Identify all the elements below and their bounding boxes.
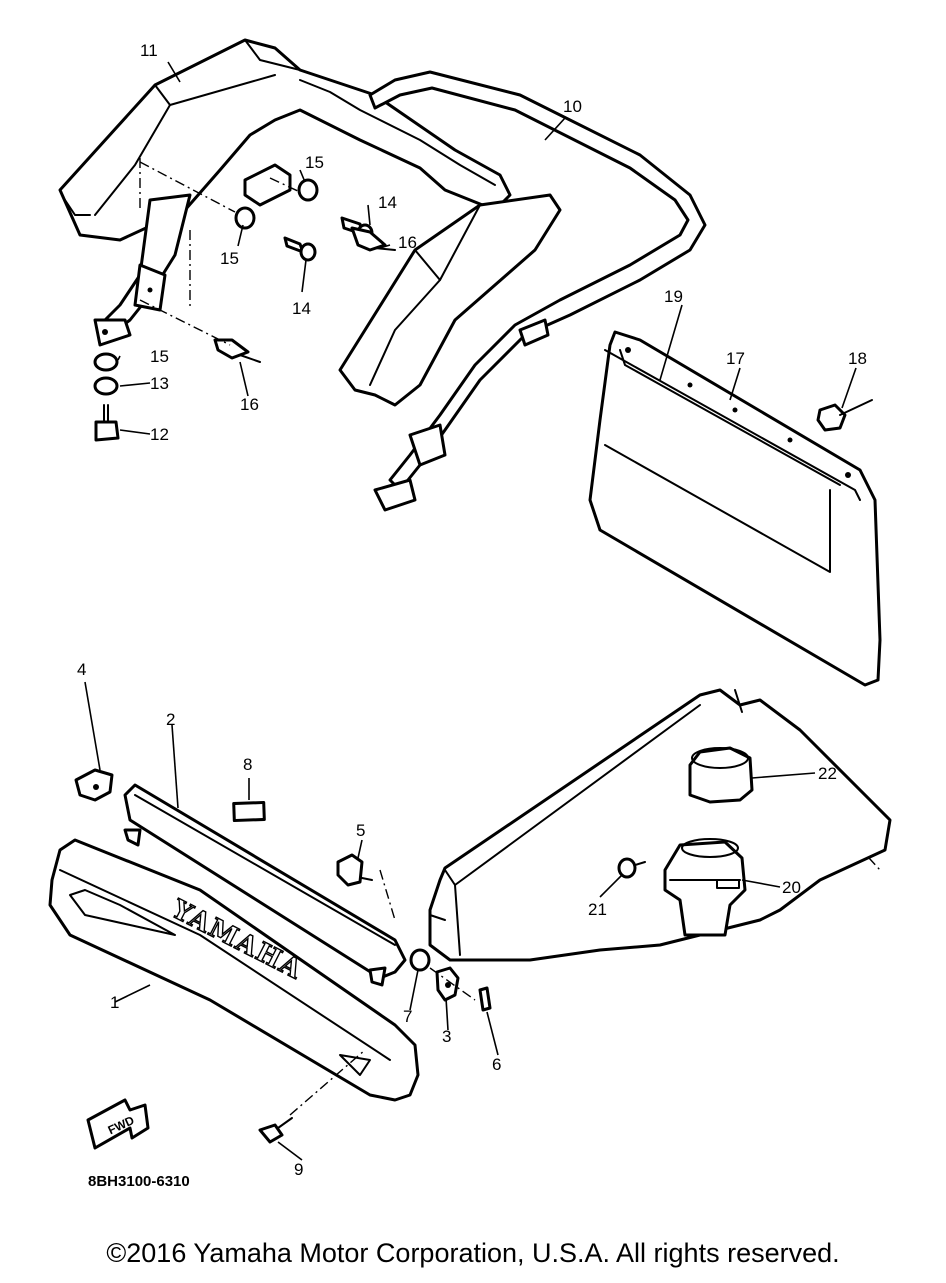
callout-1: 1 (110, 993, 119, 1012)
callout-3: 3 (442, 1027, 451, 1046)
callout-18: 18 (848, 349, 867, 368)
fuel-tank-body (428, 688, 892, 962)
callout-16-right: 16 (398, 233, 417, 252)
callout-15-mid: 15 (220, 249, 239, 268)
fwd-arrow-icon: FWD (86, 1098, 150, 1150)
callout-4: 4 (77, 660, 86, 679)
drawing-code: 8BH3100-6310 (88, 1173, 190, 1190)
copyright-notice: ©2016 Yamaha Motor Corporation, U.S.A. A… (106, 1238, 840, 1268)
small-hardware-right (409, 948, 492, 1012)
part-9-screw (258, 1117, 293, 1144)
part-22-cap (688, 746, 754, 804)
assembly-lines-bottom (289, 694, 881, 1116)
clamp-block (243, 163, 292, 207)
leader-lines (84, 61, 857, 1161)
callout-15-top: 15 (305, 153, 324, 172)
part-10-grab-rail (368, 70, 707, 512)
callout-5: 5 (356, 821, 365, 840)
callout-19: 19 (664, 287, 683, 306)
callouts: 11 10 15 15 14 14 16 15 13 12 16 19 17 1… (77, 41, 867, 1179)
callout-12: 12 (150, 425, 169, 444)
callout-11: 11 (140, 41, 158, 60)
callout-10: 10 (563, 97, 582, 116)
callout-6: 6 (492, 1055, 501, 1074)
callout-22: 22 (818, 764, 837, 783)
callout-2: 2 (166, 710, 175, 729)
part-17-flap-panel (588, 330, 882, 687)
callout-13: 13 (150, 374, 169, 393)
callout-14-bottom: 14 (292, 299, 311, 318)
callout-9: 9 (294, 1160, 303, 1179)
callout-15-left: 15 (150, 347, 169, 366)
part-4-bracket (74, 768, 114, 802)
hardware-cluster (93, 178, 396, 442)
part-8-label (232, 800, 266, 823)
callout-20: 20 (782, 878, 801, 897)
callout-21: 21 (588, 900, 607, 919)
callout-17: 17 (726, 349, 745, 368)
part-21-plug (617, 857, 646, 879)
part-2-backing-plate (123, 783, 407, 987)
part-5-clip (336, 853, 373, 887)
part-20-filler-neck (663, 838, 747, 937)
callout-8: 8 (243, 755, 252, 774)
callout-14-top: 14 (378, 193, 397, 212)
part-11-front-bumper-pad (58, 38, 512, 347)
callout-16-left: 16 (240, 395, 259, 414)
part-11-right-pad (338, 193, 562, 407)
assembly-lines-top (139, 158, 301, 346)
parts-diagram: FWD YAMAHA 11 10 15 15 1 (48, 38, 892, 1190)
part-1-bumper-bar (48, 838, 420, 1102)
part-18-rivet (816, 399, 873, 432)
callout-7: 7 (403, 1007, 412, 1026)
